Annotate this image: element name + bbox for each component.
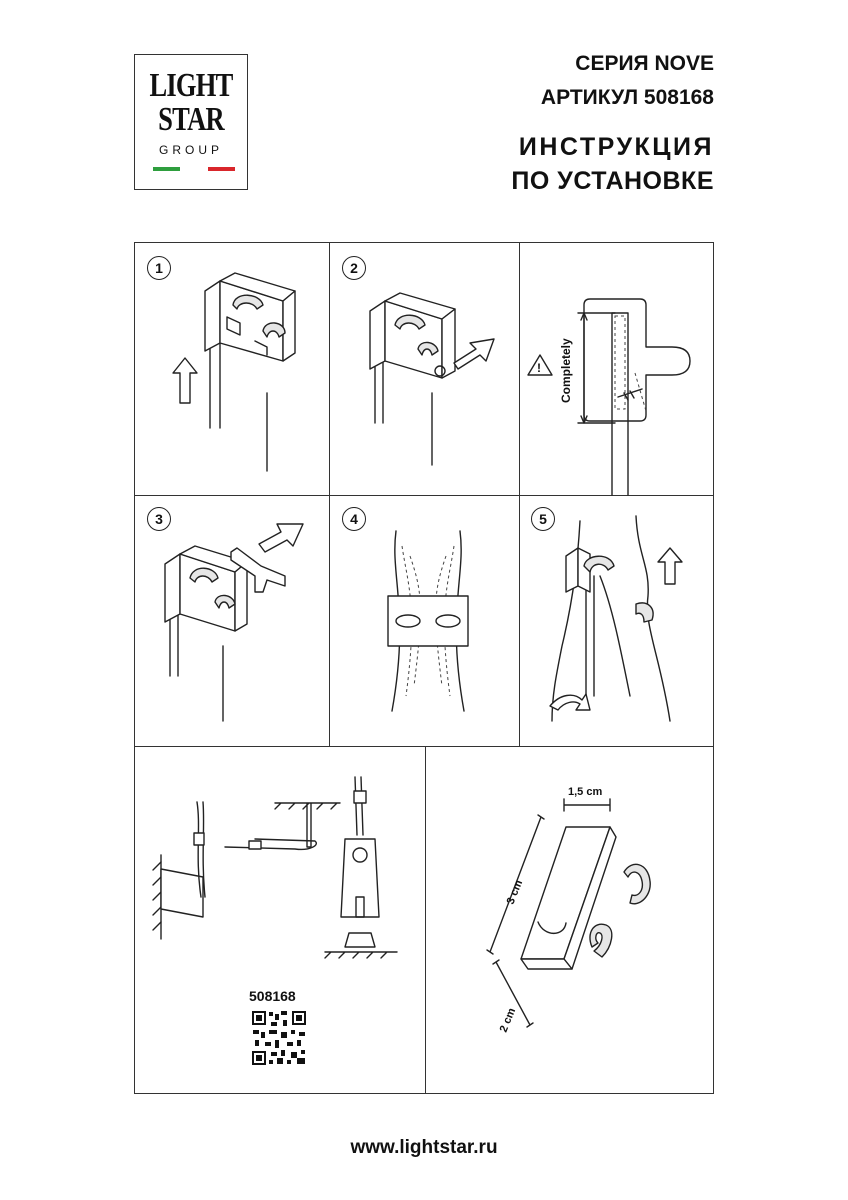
step-4-illustration [387, 530, 469, 712]
logo-text-light: LIGHT [149, 67, 233, 104]
step-1-illustration [172, 272, 296, 472]
brand-logo: LIGHT STAR GROUP [134, 54, 248, 190]
dimension-length: 3 cm [505, 878, 526, 906]
qr-code-icon [251, 1010, 307, 1066]
series-name: СЕРИЯ NOVE [575, 52, 714, 75]
logo-text-group: GROUP [158, 143, 223, 157]
instruction-grid: 1 2 3 4 5 ! Completely [134, 242, 714, 1094]
step-number-4: 4 [342, 507, 366, 531]
grid-divider [135, 746, 713, 748]
step-5-illustration [549, 515, 683, 722]
warning-illustration: ! Completely [527, 298, 691, 496]
grid-divider [425, 746, 427, 1093]
grid-divider [135, 495, 713, 497]
logo-text-star: STAR [158, 101, 224, 138]
flag-white [180, 167, 208, 171]
dimension-width: 1,5 cm [568, 786, 602, 798]
article-number-header: АРТИКУЛ 508168 [540, 86, 714, 109]
step-2-illustration [369, 292, 495, 466]
step-number-1: 1 [147, 256, 171, 280]
hanging-diagrams [152, 776, 398, 959]
step-number-2: 2 [342, 256, 366, 280]
warning-icon: ! [537, 361, 541, 375]
dimensions-diagram: 1,5 cm 3 cm 2 cm [486, 786, 651, 1034]
grid-divider [519, 243, 521, 746]
italian-flag-stripe [153, 167, 235, 171]
flag-green [153, 167, 181, 171]
document-title-line1: ИНСТРУКЦИЯ [518, 133, 714, 161]
grid-divider [329, 243, 331, 746]
flag-red [207, 167, 235, 171]
document-title-line2: ПО УСТАНОВКЕ [511, 167, 714, 195]
article-number: 508168 [249, 988, 296, 1004]
dimension-height: 2 cm [498, 1006, 519, 1034]
step-number-5: 5 [531, 507, 555, 531]
completely-label: Completely [559, 338, 573, 403]
website-url: www.lightstar.ru [350, 1137, 498, 1158]
step-3-illustration [164, 523, 304, 722]
step-number-3: 3 [147, 507, 171, 531]
